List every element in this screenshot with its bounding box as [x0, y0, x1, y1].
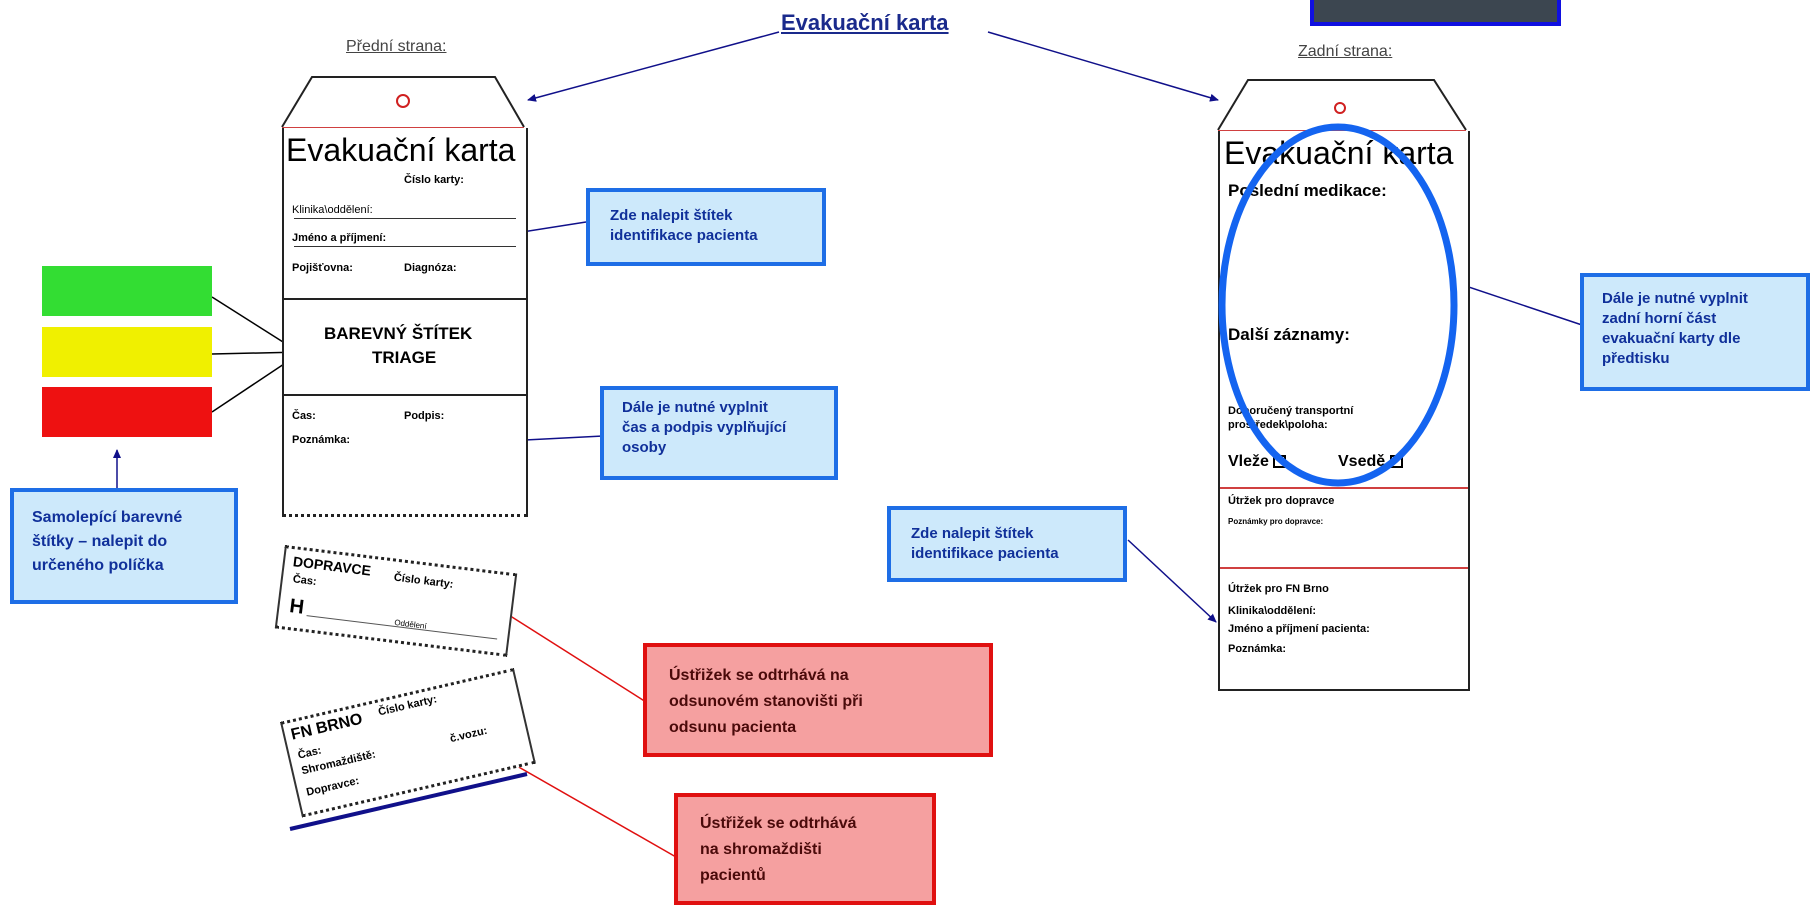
- front-diagnosis-label: Diagnóza:: [404, 262, 457, 274]
- page-title: Evakuační karta: [781, 10, 949, 35]
- stub-fn-heading: FN BRNO: [289, 710, 365, 744]
- swatch-red: [42, 387, 212, 437]
- carrier-notes-label: Poznámky pro dopravce:: [1228, 517, 1324, 526]
- back-side-label: Zadní strana:: [1298, 43, 1393, 60]
- back-card: Evakuační karta Poslední medikace: Další…: [1218, 131, 1470, 691]
- front-signature-label: Podpis:: [404, 410, 445, 422]
- triage-line-1: BAREVNÝ ŠTÍTEK: [324, 324, 473, 343]
- front-side-label: Přední strana:: [346, 38, 447, 55]
- triage-line-2: TRIAGE: [372, 348, 437, 367]
- front-card: Evakuační karta Číslo karty: Klinika\odd…: [282, 128, 528, 517]
- front-card-head: [281, 76, 525, 128]
- stub-carrier-h: H: [288, 595, 306, 619]
- stub-carrier-section-label: Útržek pro dopravce: [1228, 495, 1335, 507]
- stub-carrier-time: Čas:: [292, 573, 318, 589]
- stub-fn-carrier: Dopravce:: [305, 774, 361, 799]
- swatch-green: [42, 266, 212, 316]
- last-medication-label: Poslední medikace:: [1228, 181, 1387, 200]
- front-card-number-label: Číslo karty:: [404, 174, 464, 186]
- title-arrow-left: [527, 31, 780, 102]
- back-patient-name-label: Jméno a příjmení pacienta:: [1228, 623, 1370, 635]
- other-records-label: Další záznamy:: [1228, 325, 1350, 344]
- stub-fn-card-number: Číslo karty:: [377, 693, 439, 719]
- stub-fn-time: Čas:: [296, 744, 323, 762]
- front-clinic-label: Klinika\oddělení:: [292, 204, 373, 216]
- stub-fn-vehicle: č.vozu:: [448, 724, 489, 745]
- back-note-label: Poznámka:: [1228, 643, 1287, 655]
- title-arrow-right: [987, 31, 1219, 102]
- arrow-sticker-back: [1127, 539, 1217, 623]
- transport-line-1: Doporučený transportní: [1228, 405, 1354, 417]
- stub-carrier-card-number: Číslo karty:: [393, 571, 455, 591]
- front-insurance-label: Pojišťovna:: [292, 262, 353, 274]
- front-name-label: Jméno a příjmení:: [292, 232, 387, 244]
- front-card-heading: Evakuační karta: [286, 132, 516, 168]
- swatch-yellow: [42, 327, 212, 377]
- back-clinic-label: Klinika\oddělení:: [1228, 605, 1317, 617]
- front-time-label: Čas:: [292, 410, 316, 422]
- corner-image-frame: [1310, 0, 1561, 26]
- stub-fn: FN BRNO Číslo karty: Čas: Shromaždiště: …: [280, 668, 536, 818]
- stub-carrier: DOPRAVCE Číslo karty: Čas: H Oddělení: [274, 545, 518, 657]
- stub-fn-section-label: Útržek pro FN Brno: [1228, 583, 1329, 595]
- front-note-label: Poznámka:: [292, 434, 351, 446]
- front-card-hole-icon: [396, 94, 410, 108]
- highlight-ellipse: [1218, 123, 1458, 487]
